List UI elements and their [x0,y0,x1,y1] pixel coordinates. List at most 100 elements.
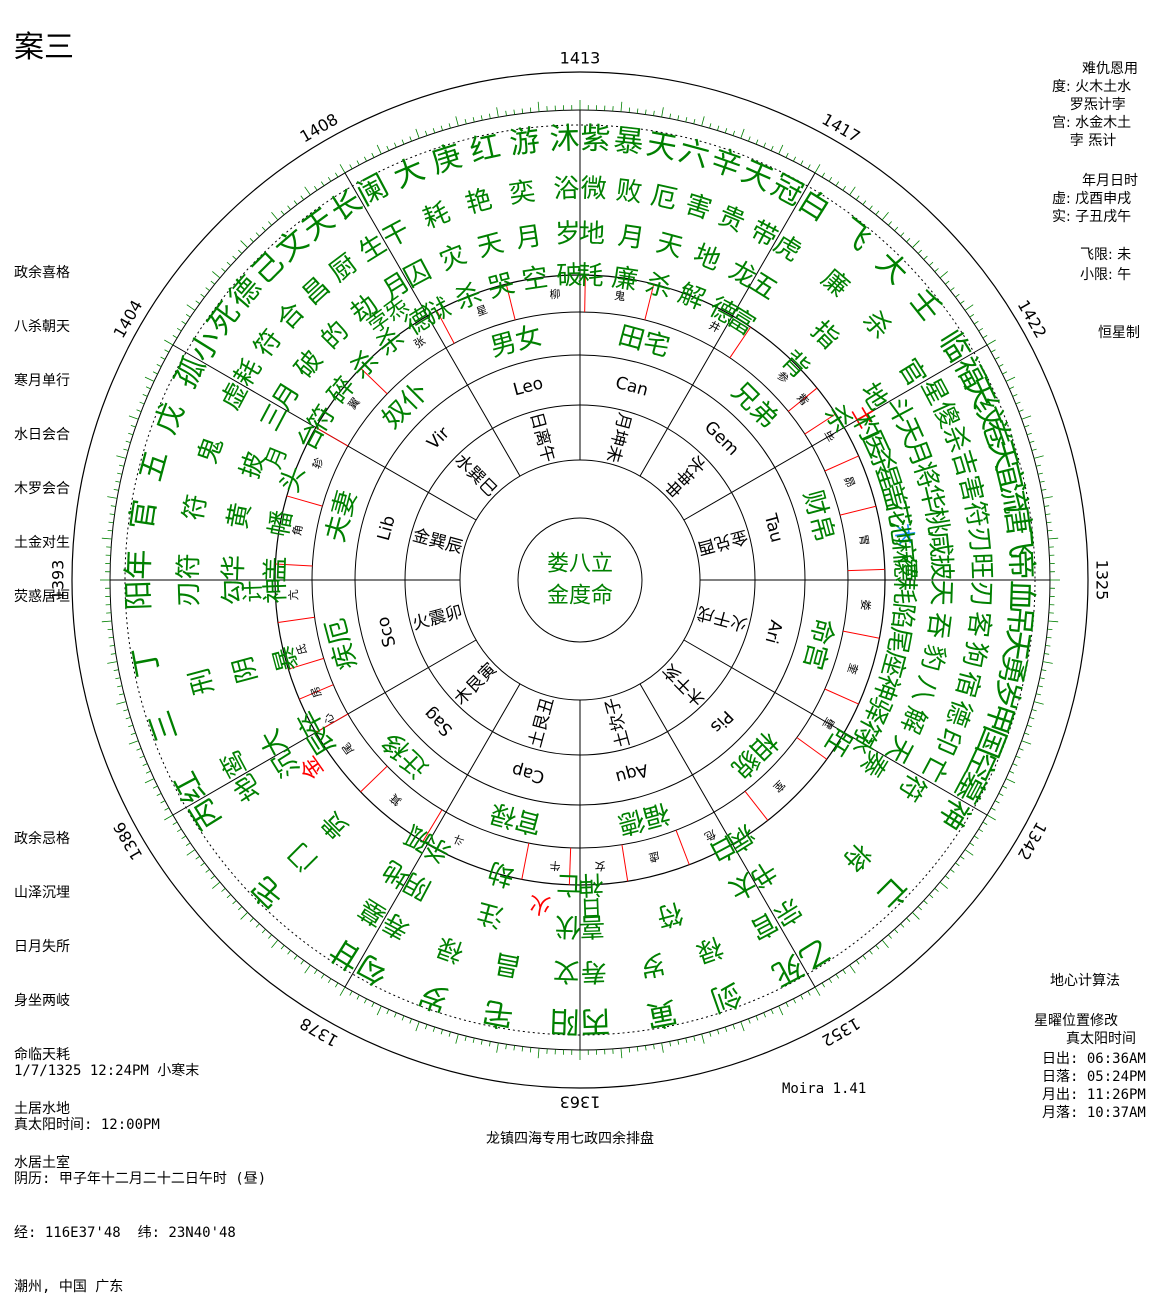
degree-tick [268,222,271,226]
degree-tick [102,621,112,622]
degree-tick [473,1038,474,1043]
mansion-divider [622,845,628,882]
degree-tick [126,717,131,718]
degree-tick [281,211,284,215]
star-char: 符 [653,896,686,932]
degree-tick [416,1022,419,1031]
degree-tick [935,888,939,891]
degree-tick [394,1013,396,1018]
degree-tick [629,108,630,113]
degree-tick [201,863,205,866]
degree-tick [764,143,766,148]
degree-tick [394,143,396,148]
degree-tick [1048,538,1058,539]
degree-tick [131,733,136,735]
star-char: 指 [805,316,845,356]
star-char: 廉 [610,263,640,297]
star-char: 五 [133,447,175,485]
degree-tick [856,196,859,200]
star-char: 伏 [554,910,581,941]
mansion-divider [361,766,388,792]
degree-tick [305,965,311,973]
star-char: 解 [674,278,709,315]
degree-tick [748,137,750,142]
degree-tick [793,999,795,1003]
mansion-label: 尾 [340,740,357,757]
degree-tick [165,350,169,352]
star-char: 暴 [612,123,646,161]
degree-tick [869,206,872,210]
degree-tick [328,979,331,983]
degree-tick [538,102,539,112]
degree-tick [779,145,783,154]
sign-label: Cap [510,759,547,787]
degree-tick [906,918,909,922]
degree-tick [233,256,237,259]
sign-label: Ari [761,618,786,646]
degree-tick [250,238,253,242]
degree-tick [960,301,964,304]
star-char: 寅 [644,993,680,1033]
degree-tick [1024,425,1029,427]
degree-tick [256,233,259,237]
star-char: 八 [906,672,942,706]
degree-tick [940,271,948,277]
degree-tick [177,328,181,331]
degree-tick [102,538,112,539]
degree-tick [522,109,523,114]
year-label: 1352 [819,1014,864,1051]
degree-tick [506,1044,507,1049]
degree-tick [786,1002,788,1006]
degree-tick [206,288,210,291]
degree-tick [801,161,803,165]
degree-tick [1041,670,1046,671]
degree-tick [987,340,996,345]
star-char: 宅 [480,993,516,1033]
degree-tick [995,357,999,359]
star-char: 贵 [316,805,356,845]
degree-tick [107,662,117,664]
mansion-divider [278,617,315,622]
degree-tick [321,182,324,186]
degree-tick [979,829,983,832]
degree-tick [241,241,248,248]
year-label: 1417 [819,110,864,147]
degree-tick [433,1027,435,1032]
degree-tick [350,991,352,995]
star-char: 微 [580,174,607,205]
star-char: 刃 [963,526,995,555]
star-char: 旺 [965,552,996,579]
degree-tick [637,109,638,114]
star-char: 廉 [815,264,854,304]
star-char: 奕 [507,177,537,211]
branch-label: 火干戌 [695,602,749,635]
degree-tick [161,801,165,803]
star-char: 鬼 [193,433,230,467]
star-char: 合 [271,297,311,336]
degree-tick [945,281,949,284]
degree-tick [250,918,253,922]
degree-tick [1040,678,1045,679]
mansion-divider [676,830,689,865]
degree-tick [109,522,114,523]
degree-tick [109,637,114,638]
degree-tick [129,416,138,419]
star-char: 昌 [492,947,523,981]
star-char: 禄 [692,930,726,967]
star-char: 幡 [264,508,298,539]
degree-tick [145,377,154,381]
degree-tick [340,987,345,996]
year-label: 1325 [1093,560,1112,601]
degree-tick [970,314,974,317]
degree-tick [793,157,795,161]
degree-tick [950,869,954,872]
degree-tick [182,836,186,839]
degree-tick [983,822,987,825]
degree-tick [157,364,161,366]
star-char: 官 [124,497,163,532]
degree-tick [1013,764,1018,766]
star-char: 岁 [414,975,454,1018]
sign-label: Sag [420,703,457,740]
degree-tick [1045,645,1050,646]
branch-label: 土艮丑 [526,695,559,749]
